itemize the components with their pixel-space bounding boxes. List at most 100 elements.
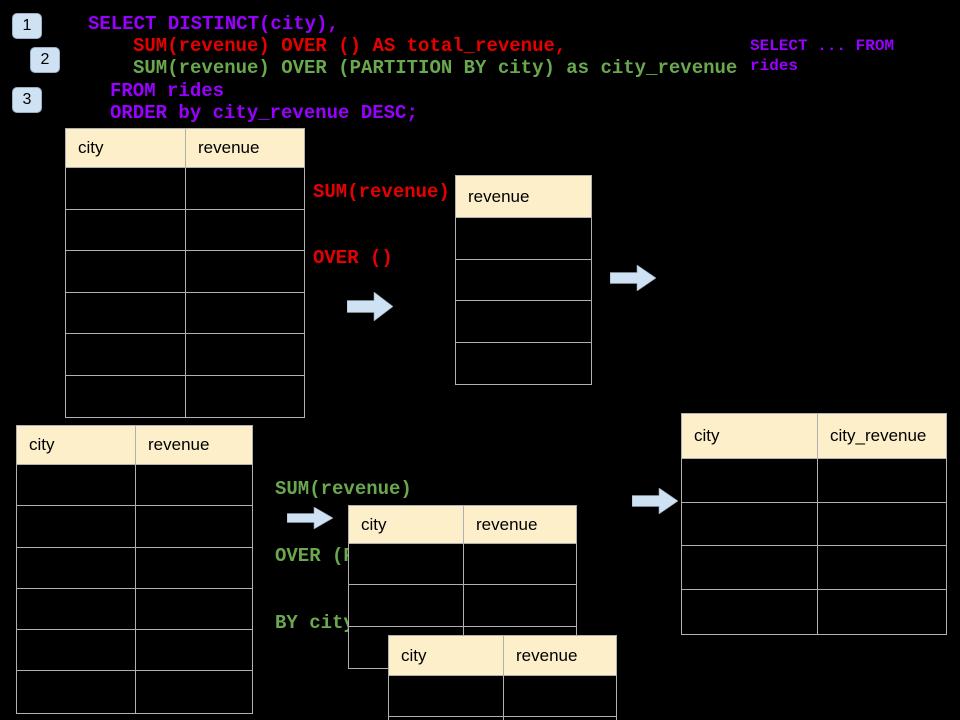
table-cell-empty bbox=[186, 168, 304, 210]
table-row bbox=[456, 218, 591, 260]
table-cell-empty bbox=[682, 590, 818, 634]
column-header-revenue: revenue bbox=[464, 506, 576, 544]
table-cell-empty bbox=[456, 260, 591, 301]
table-row bbox=[66, 334, 304, 376]
table-cell-empty bbox=[66, 251, 186, 293]
table-cell-empty bbox=[136, 589, 252, 631]
table-row bbox=[682, 459, 946, 503]
step-badge-1: 1 bbox=[12, 13, 42, 39]
flow-arrow-total-out bbox=[610, 265, 656, 291]
table-cell-empty bbox=[136, 630, 252, 672]
table-row bbox=[66, 375, 304, 418]
table-header-row: revenue bbox=[456, 176, 591, 218]
table-cell-empty bbox=[349, 544, 464, 586]
table-cell-empty bbox=[682, 459, 818, 503]
table-row bbox=[66, 251, 304, 293]
column-header-revenue: revenue bbox=[504, 636, 616, 676]
table-cell-empty bbox=[186, 376, 304, 418]
table-cell-empty bbox=[682, 546, 818, 591]
table-total-revenue-result: revenue bbox=[455, 175, 592, 385]
table-cell-empty bbox=[456, 343, 591, 385]
table-cell-empty bbox=[17, 588, 136, 631]
table-cell-empty bbox=[136, 671, 252, 712]
table-cell-empty bbox=[186, 293, 304, 334]
table-cell-empty bbox=[389, 676, 504, 717]
table-row bbox=[17, 671, 252, 713]
table-row bbox=[456, 343, 591, 385]
table-cell-empty bbox=[66, 375, 186, 417]
table-row bbox=[66, 209, 304, 251]
table-cell-empty bbox=[186, 334, 304, 376]
total-revenue-label: SUM(revenue) OVER () bbox=[313, 137, 450, 313]
flow-arrow-source-to-total bbox=[347, 292, 393, 321]
sql-line-order-by: ORDER by city_revenue DESC; bbox=[110, 102, 418, 124]
table-row bbox=[682, 590, 946, 634]
table-cell-empty bbox=[389, 717, 504, 720]
table-row bbox=[349, 544, 576, 586]
table-cell-empty bbox=[464, 585, 576, 627]
table-cell-empty bbox=[186, 210, 304, 251]
table-row bbox=[682, 502, 946, 547]
total-revenue-label-line1: SUM(revenue) bbox=[313, 181, 450, 203]
table-cell-empty bbox=[17, 506, 136, 548]
table-cell-empty bbox=[818, 503, 946, 547]
table-cell-empty bbox=[17, 465, 136, 507]
total-revenue-label-line2: OVER () bbox=[313, 247, 393, 269]
table-row bbox=[349, 585, 576, 627]
table-cell-empty bbox=[66, 292, 186, 334]
table-cell-empty bbox=[66, 209, 186, 251]
column-header-revenue: revenue bbox=[186, 129, 304, 168]
table-row bbox=[17, 630, 252, 672]
table-row bbox=[66, 168, 304, 210]
table-cell-empty bbox=[456, 301, 591, 343]
column-header-city: city bbox=[17, 426, 136, 465]
table-cell-empty bbox=[349, 585, 464, 627]
column-header-revenue: revenue bbox=[136, 426, 252, 465]
table-row bbox=[66, 292, 304, 334]
table-cell-empty bbox=[66, 334, 186, 376]
sql-line-from: FROM rides bbox=[110, 80, 225, 102]
table-cell-empty bbox=[17, 671, 136, 713]
table-cell-empty bbox=[17, 630, 136, 672]
table-cell-empty bbox=[464, 544, 576, 586]
table-row bbox=[17, 547, 252, 589]
flow-arrow-partition-to-result bbox=[632, 488, 678, 514]
table-cell-empty bbox=[66, 168, 186, 210]
sql-line-total-revenue: SUM(revenue) OVER () AS total_revenue, bbox=[133, 35, 567, 57]
table-row bbox=[17, 506, 252, 548]
table-cell-empty bbox=[504, 676, 616, 717]
table-cell-empty bbox=[818, 590, 946, 634]
flow-arrow-source-to-partition bbox=[287, 507, 333, 529]
table-row bbox=[389, 717, 616, 720]
sql-line-select: SELECT DISTINCT(city), bbox=[88, 13, 339, 35]
table-row bbox=[17, 465, 252, 507]
table-row bbox=[682, 546, 946, 591]
column-header-city: city bbox=[389, 636, 504, 676]
column-header-revenue: revenue bbox=[456, 176, 591, 218]
column-header-city: city bbox=[682, 414, 818, 459]
table-row bbox=[456, 301, 591, 343]
partition-label-line1: SUM(revenue) bbox=[275, 478, 412, 500]
table-cell-empty bbox=[818, 546, 946, 591]
table-cell-empty bbox=[818, 459, 946, 503]
column-header-city: city bbox=[349, 506, 464, 544]
table-cell-empty bbox=[17, 547, 136, 589]
table-row bbox=[456, 260, 591, 301]
column-header-city: city bbox=[66, 129, 186, 168]
table-cell-empty bbox=[682, 502, 818, 547]
table-cell-empty bbox=[186, 251, 304, 293]
step-badge-3: 3 bbox=[12, 87, 42, 113]
table-cell-empty bbox=[456, 218, 591, 260]
column-header-city_revenue: city_revenue bbox=[818, 414, 946, 459]
table-cell-empty bbox=[136, 548, 252, 589]
